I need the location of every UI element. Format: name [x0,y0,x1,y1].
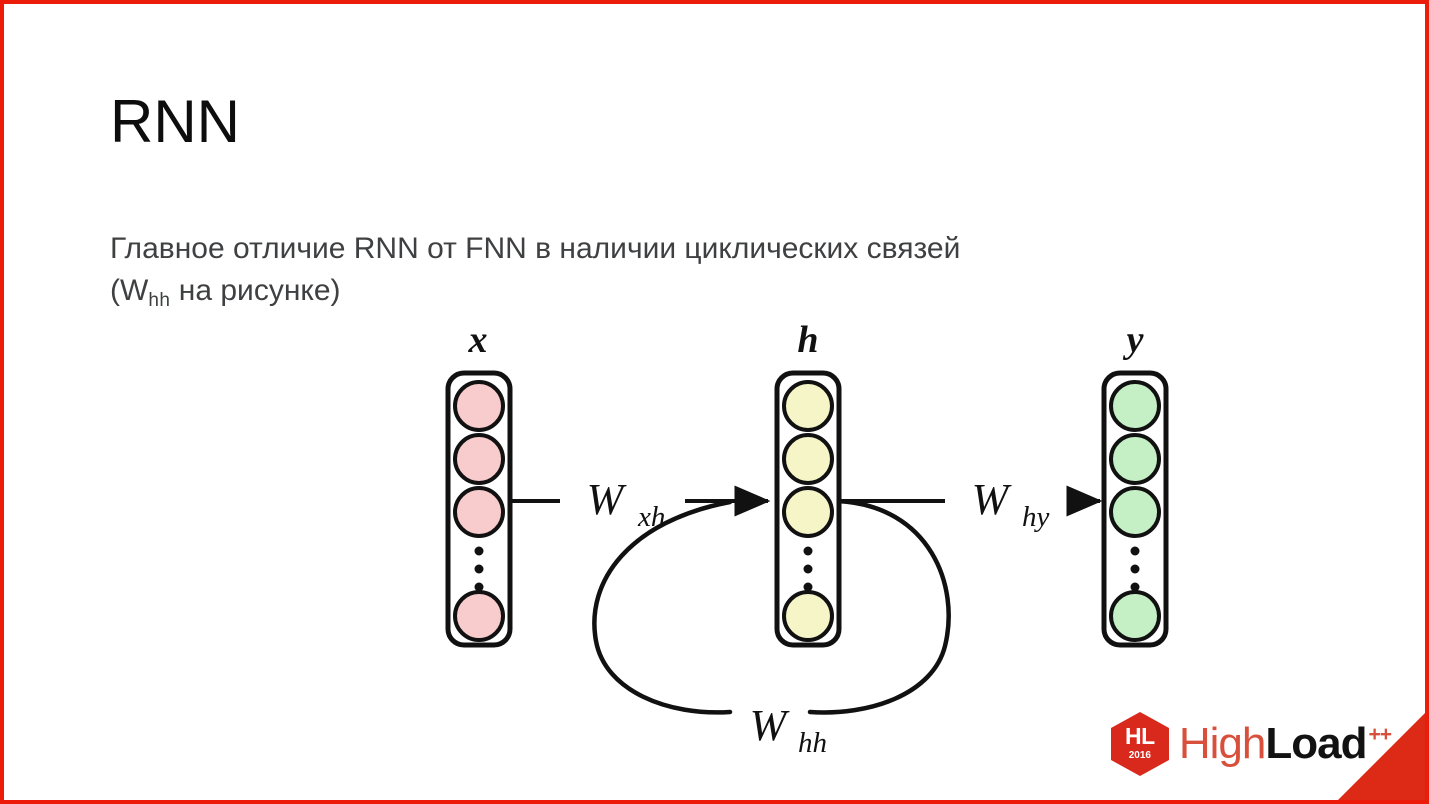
layer-column-output [1101,370,1169,648]
ellipsis-dot-hidden-3 [803,582,813,592]
hl-monogram: HL [1125,723,1155,749]
body-paren-open: (W [110,274,149,307]
layer-label-h: h [797,319,818,361]
ellipsis-dot-hidden-1 [803,546,813,556]
logo-plusplus-text: ++ [1368,723,1392,746]
hl-year: 2016 [1128,750,1151,761]
rnn-diagram: x h y W xh W hh W [400,316,1300,756]
connection-input-to-hidden: W xh [510,475,771,533]
ellipsis-dot-output-2 [1130,564,1140,574]
ellipsis-dot-input-1 [474,546,484,556]
body-line-1: Главное отличие RNN от FNN в наличии цик… [110,232,961,265]
node-input-n [453,590,505,642]
node-input-3 [453,486,505,538]
ellipsis-dot-input-2 [474,564,484,574]
logo-high-text: High [1178,719,1266,768]
ellipsis-dot-output-3 [1130,582,1140,592]
connection-label-wxh: W [587,475,627,524]
connection-label-why: W [972,475,1012,524]
ellipsis-dot-output-1 [1130,546,1140,556]
node-output-1 [1109,380,1161,432]
logo-load-text: Load [1265,719,1367,768]
ellipsis-dot-input-3 [474,582,484,592]
node-input-2 [453,433,505,485]
node-output-2 [1109,433,1161,485]
connection-sublabel-hy: hy [1022,501,1050,533]
layer-column-hidden [774,370,842,648]
body-subscript-hh: hh [148,290,171,311]
connection-sublabel-xh: xh [637,501,665,533]
connection-sublabel-hh: hh [798,727,827,756]
connection-hidden-recurrent: W hh [592,498,951,756]
node-output-3 [1109,486,1161,538]
node-hidden-1 [782,380,834,432]
layer-label-y: y [1123,319,1144,361]
node-hidden-n [782,590,834,642]
connection-label-whh: W [750,701,790,750]
node-hidden-2 [782,433,834,485]
slide-body-text: Главное отличие RNN от FNN в наличии цик… [110,228,1310,322]
hl-hexagon-icon: HL 2016 [1110,712,1169,776]
connection-hidden-to-output: W hy [840,475,1103,533]
page-title: RNN [110,88,240,155]
node-hidden-3 [782,486,834,538]
node-input-1 [453,380,505,432]
corner-triangle-decoration [1334,709,1429,804]
node-output-n [1109,590,1161,642]
ellipsis-dot-hidden-2 [803,564,813,574]
layer-column-input [445,370,513,648]
body-line-2-rest: на рисунке) [170,274,341,307]
layer-label-x: x [468,319,488,361]
